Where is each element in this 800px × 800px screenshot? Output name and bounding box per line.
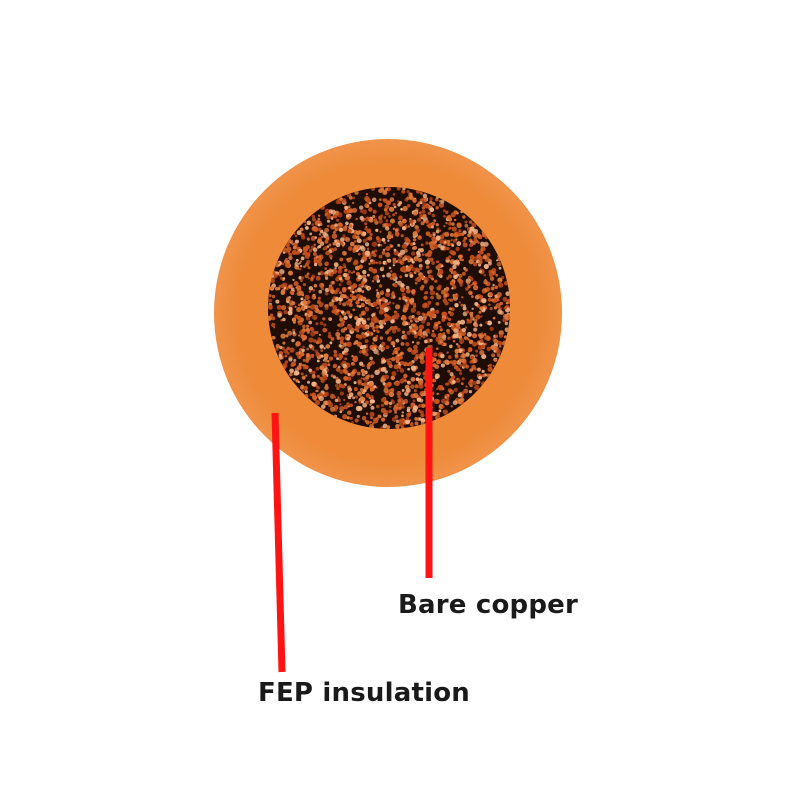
fep-insulation-label: FEP insulation — [258, 678, 471, 708]
insulation-leader-line — [271, 412, 286, 673]
bare-copper-core — [268, 187, 510, 429]
bare-copper-label: Bare copper — [398, 590, 579, 620]
